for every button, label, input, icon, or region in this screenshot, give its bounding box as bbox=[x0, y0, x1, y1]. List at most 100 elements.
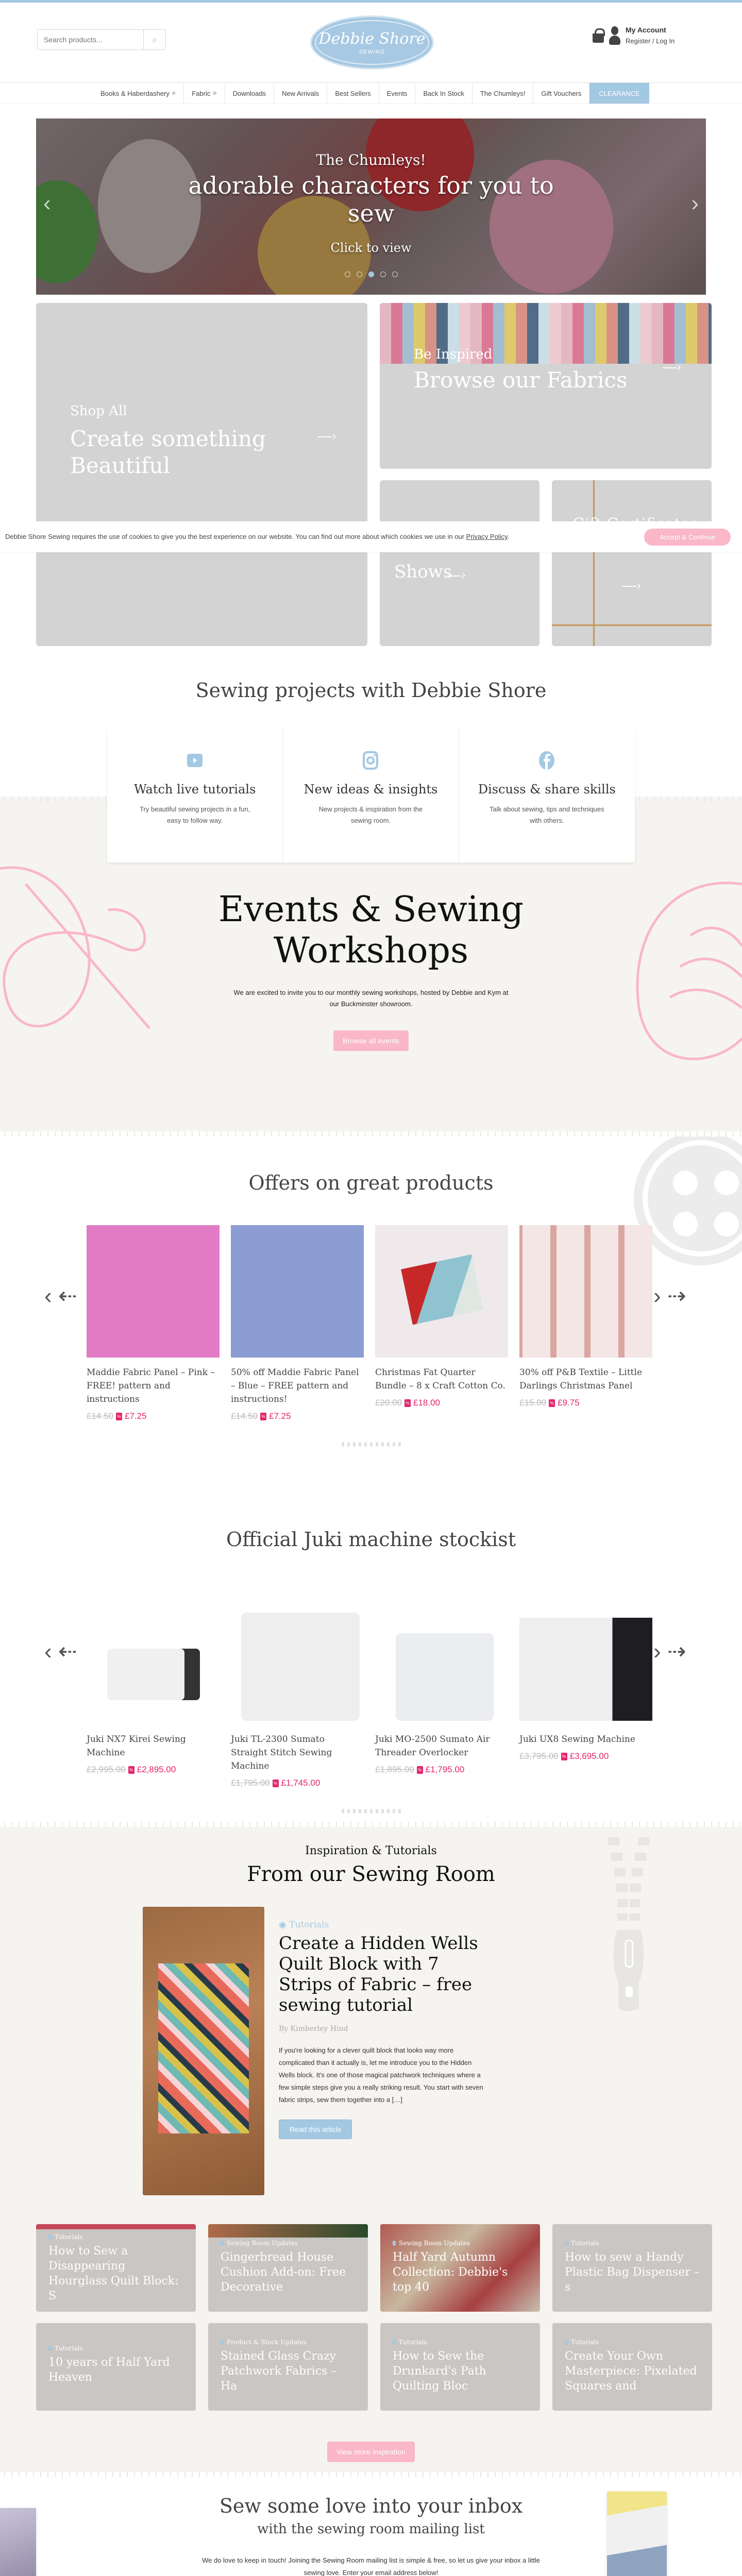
article-category[interactable]: ◉ Tutorials bbox=[279, 1920, 329, 1930]
social-card-instagram[interactable]: New ideas & insights New projects & insp… bbox=[283, 728, 459, 862]
carousel-dot[interactable] bbox=[358, 1809, 361, 1814]
carousel-dot[interactable] bbox=[364, 1442, 367, 1447]
carousel-dot[interactable] bbox=[341, 1809, 344, 1814]
carousel-dot[interactable] bbox=[341, 1442, 344, 1447]
product-name[interactable]: Juki NX7 Kirei Sewing Machine bbox=[87, 1734, 186, 1758]
read-article-button[interactable]: Read this article bbox=[279, 2120, 352, 2139]
hero-next-arrow[interactable]: › bbox=[691, 191, 699, 216]
product-name[interactable]: 50% off Maddie Fabric Panel – Blue – FRE… bbox=[231, 1367, 359, 1404]
slide-dot[interactable] bbox=[356, 272, 362, 277]
carousel-prev-arrow[interactable]: ‹ ⇠ bbox=[44, 1639, 77, 1664]
carousel-next-arrow[interactable]: › ⇢ bbox=[653, 1639, 686, 1664]
hero-slider[interactable]: The Chumleys! adorable characters for yo… bbox=[36, 118, 706, 295]
carousel-dot[interactable] bbox=[381, 1442, 384, 1447]
slide-dot[interactable] bbox=[392, 272, 398, 277]
carousel-dot[interactable] bbox=[375, 1809, 378, 1814]
basket-icon[interactable] bbox=[593, 28, 605, 43]
article-title: Stained Glass Crazy Patchwork Fabrics – … bbox=[221, 2350, 337, 2393]
product-image[interactable] bbox=[231, 1592, 364, 1724]
carousel-dot[interactable] bbox=[381, 1809, 384, 1814]
product-image[interactable] bbox=[87, 1592, 220, 1724]
search-input[interactable] bbox=[38, 30, 143, 49]
product-name[interactable]: Juki TL-2300 Sumato Straight Stitch Sewi… bbox=[231, 1734, 332, 1771]
carousel-dot[interactable] bbox=[398, 1809, 401, 1814]
product-card[interactable]: Juki TL-2300 Sumato Straight Stitch Sewi… bbox=[231, 1592, 364, 1788]
product-image[interactable] bbox=[375, 1592, 508, 1724]
nav-best-sellers[interactable]: Best Sellers bbox=[327, 83, 379, 104]
carousel-dot[interactable] bbox=[369, 1809, 373, 1814]
slide-dot[interactable] bbox=[380, 272, 386, 277]
social-card-facebook[interactable]: Discuss & share skills Talk about sewing… bbox=[459, 728, 635, 862]
nav-back-in-stock[interactable]: Back In Stock bbox=[415, 83, 473, 104]
nav-clearance[interactable]: CLEARANCE bbox=[589, 83, 649, 104]
nav-events[interactable]: Events bbox=[379, 83, 416, 104]
carousel-dot[interactable] bbox=[392, 1809, 395, 1814]
sale-badge-icon: % bbox=[416, 1766, 423, 1774]
product-card[interactable]: Juki MO-2500 Sumato Air Threader Overloc… bbox=[375, 1592, 508, 1788]
product-name[interactable]: Christmas Fat Quarter Bundle – 8 x Craft… bbox=[375, 1367, 505, 1391]
carousel-dot[interactable] bbox=[386, 1442, 390, 1447]
product-card[interactable]: 30% off P&B Textile – Little Darlings Ch… bbox=[519, 1225, 652, 1421]
product-image[interactable] bbox=[375, 1225, 508, 1358]
nav-books-haberdashery[interactable]: Books & Haberdashery⊕ bbox=[93, 83, 184, 104]
product-card[interactable]: Juki UX8 Sewing Machine £3,795.00%£3,695… bbox=[519, 1592, 652, 1788]
product-name[interactable]: Juki UX8 Sewing Machine bbox=[519, 1734, 635, 1744]
carousel-dot[interactable] bbox=[358, 1442, 361, 1447]
product-image[interactable] bbox=[519, 1592, 652, 1724]
hero-prev-arrow[interactable]: ‹ bbox=[43, 191, 51, 216]
carousel-dot[interactable] bbox=[352, 1809, 356, 1814]
accept-cookies-button[interactable]: Accept & Continue bbox=[644, 528, 731, 546]
view-more-inspiration-button[interactable]: View more inspiration bbox=[327, 2442, 415, 2462]
product-card[interactable]: Juki NX7 Kirei Sewing Machine £2,995.00%… bbox=[87, 1592, 220, 1788]
carousel-dot[interactable] bbox=[369, 1442, 373, 1447]
nav-gift-vouchers[interactable]: Gift Vouchers bbox=[533, 83, 590, 104]
search-button[interactable]: ⌕ bbox=[143, 30, 165, 49]
product-card[interactable]: Maddie Fabric Panel – Pink – FREE! patte… bbox=[87, 1225, 220, 1421]
nav-new-arrivals[interactable]: New Arrivals bbox=[274, 83, 328, 104]
nav-fabric[interactable]: Fabric⊕ bbox=[184, 83, 225, 104]
tile-latest-live-shows[interactable]: Latest Live Shows ----› bbox=[380, 480, 539, 646]
social-card-youtube[interactable]: Watch live tutorials Try beautiful sewin… bbox=[107, 728, 283, 862]
nav-downloads[interactable]: Downloads bbox=[225, 83, 275, 104]
product-name[interactable]: Juki MO-2500 Sumato Air Threader Overloc… bbox=[375, 1734, 490, 1758]
carousel-dot[interactable] bbox=[375, 1442, 378, 1447]
product-name[interactable]: Maddie Fabric Panel – Pink – FREE! patte… bbox=[87, 1367, 215, 1404]
carousel-dot[interactable] bbox=[364, 1809, 367, 1814]
register-login-link[interactable]: Register / Log In bbox=[626, 37, 675, 45]
slide-dot-active[interactable] bbox=[368, 272, 374, 277]
browse-events-button[interactable]: Browse all events bbox=[333, 1030, 409, 1051]
hero-cta[interactable]: Click to view bbox=[330, 241, 412, 255]
product-card[interactable]: 50% off Maddie Fabric Panel – Blue – FRE… bbox=[231, 1225, 364, 1421]
product-image[interactable] bbox=[519, 1225, 652, 1358]
carousel-prev-arrow[interactable]: ‹ ⇠ bbox=[44, 1283, 77, 1309]
product-card[interactable]: Christmas Fat Quarter Bundle – 8 x Craft… bbox=[375, 1225, 508, 1421]
carousel-next-arrow[interactable]: › ⇢ bbox=[653, 1283, 686, 1309]
tile-gift-certificates[interactable]: Gift Certificates ----› bbox=[552, 480, 712, 646]
product-name[interactable]: 30% off P&B Textile – Little Darlings Ch… bbox=[519, 1367, 642, 1391]
featured-article-image[interactable] bbox=[143, 1907, 264, 2195]
privacy-policy-link[interactable]: Privacy Policy bbox=[466, 533, 508, 540]
product-image[interactable] bbox=[87, 1225, 220, 1358]
my-account-link[interactable]: My Account bbox=[626, 26, 666, 34]
site-logo[interactable]: Debbie Shore SEWING bbox=[310, 15, 434, 70]
tile-shop-all[interactable]: Shop All Create something Beautiful ----… bbox=[36, 303, 367, 646]
slide-dot[interactable] bbox=[344, 272, 350, 277]
product-image[interactable] bbox=[231, 1225, 364, 1358]
carousel-dot[interactable] bbox=[386, 1809, 390, 1814]
carousel-dot[interactable] bbox=[352, 1442, 356, 1447]
nav-the-chumleys[interactable]: The Chumleys! bbox=[473, 83, 534, 104]
carousel-dot[interactable] bbox=[398, 1442, 401, 1447]
carousel-dot[interactable] bbox=[347, 1442, 350, 1447]
article-title[interactable]: Create a Hidden Wells Quilt Block with 7… bbox=[279, 1933, 478, 2015]
carousel-dot[interactable] bbox=[347, 1809, 350, 1814]
carousel-dot[interactable] bbox=[392, 1442, 395, 1447]
tile-browse-fabrics[interactable]: Be Inspired Browse our Fabrics ----› bbox=[380, 303, 712, 469]
